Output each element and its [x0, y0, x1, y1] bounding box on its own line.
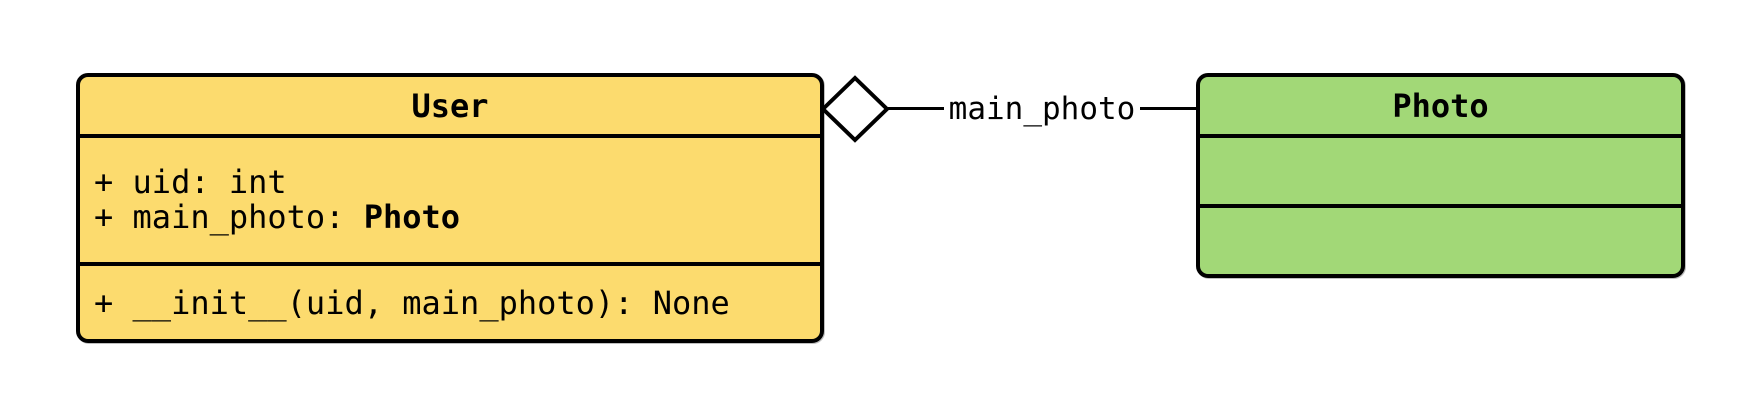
class-methods-user: + __init__(uid, main_photo): None — [80, 266, 820, 339]
class-title-user: User — [80, 77, 820, 138]
aggregation-diamond-icon — [820, 75, 890, 143]
edge-label-text: main_photo — [943, 91, 1141, 127]
method-line: + __init__(uid, main_photo): None — [94, 284, 820, 322]
attribute-type: Photo — [363, 198, 461, 236]
attribute-line: + main_photo: Photo — [94, 200, 820, 235]
edge-label: main_photo — [888, 90, 1196, 128]
class-box-photo: Photo — [1196, 73, 1685, 278]
class-box-user: User + uid: int + main_photo: Photo + __… — [76, 73, 824, 343]
class-attributes-photo — [1200, 138, 1681, 208]
attribute-line: + uid: int — [94, 165, 820, 200]
attribute-text: + uid: int — [94, 163, 287, 201]
class-title-photo: Photo — [1200, 77, 1681, 138]
attribute-text: + main_photo: — [94, 198, 364, 236]
class-methods-photo — [1200, 208, 1681, 274]
method-text: + __init__(uid, main_photo): None — [94, 283, 730, 322]
class-attributes-user: + uid: int + main_photo: Photo — [80, 138, 820, 266]
